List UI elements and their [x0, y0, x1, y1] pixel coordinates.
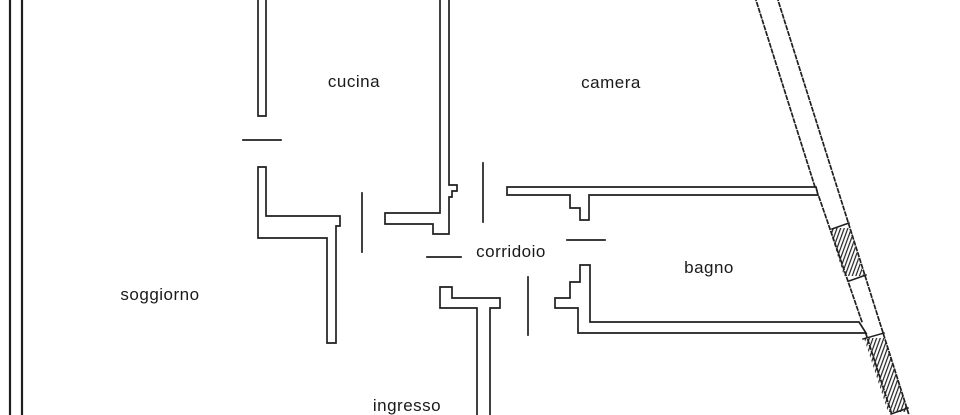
window-wall-rail-right: [777, 0, 910, 415]
window-wall-hatch-lower: [864, 338, 908, 412]
wall-cucina-right: [384, 0, 458, 235]
room-label-soggiorno: soggiorno: [120, 285, 200, 304]
window-wall-rail-left-middle: [817, 195, 864, 324]
wall-bagno: [554, 264, 868, 334]
wall-soggiorno-ne: [257, 166, 341, 344]
room-label-corridoio: corridoio: [476, 242, 546, 261]
room-label-cucina: cucina: [327, 72, 381, 91]
window-wall-hatch-upper: [829, 228, 864, 276]
wall-ingresso: [439, 286, 501, 415]
wall-cucina-left: [257, 0, 267, 117]
room-label-ingresso: ingresso: [372, 396, 442, 415]
room-label-camera: camera: [581, 73, 641, 92]
window-wall-rail-left-upper: [755, 0, 817, 189]
wall-camera-south: [506, 186, 820, 221]
room-label-bagno: bagno: [684, 258, 734, 277]
